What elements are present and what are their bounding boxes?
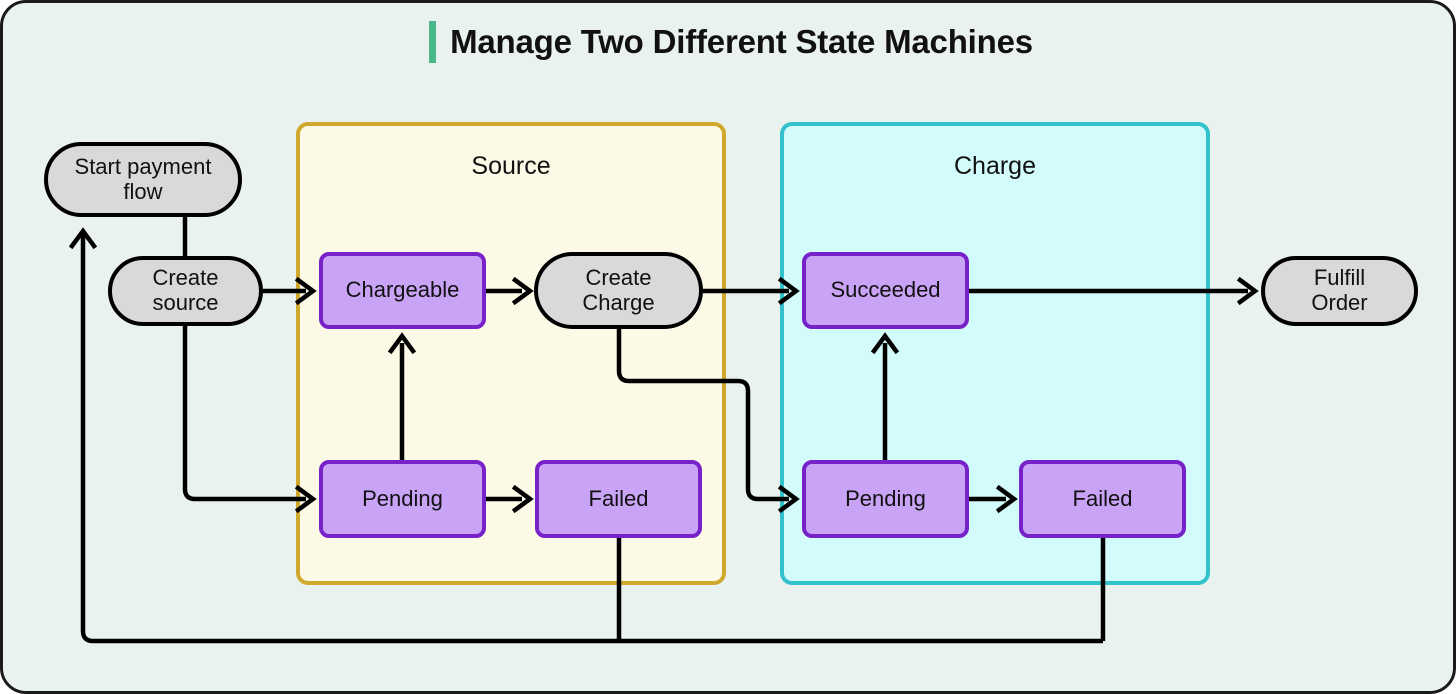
node-chargeable[interactable]: Chargeable (319, 252, 486, 329)
page-title: Manage Two Different State Machines (3, 21, 1453, 63)
node-charge-pending-label: Pending (845, 485, 926, 511)
group-source-label: Source (471, 152, 551, 180)
page-title-text: Manage Two Different State Machines (450, 23, 1033, 60)
node-source-failed[interactable]: Failed (535, 460, 702, 538)
node-source-failed-label: Failed (588, 485, 649, 511)
node-charge-failed[interactable]: Failed (1019, 460, 1186, 538)
arrowhead-fulfill-order-in (1236, 276, 1259, 306)
node-source-pending[interactable]: Pending (319, 460, 486, 538)
node-succeeded-label: Succeeded (830, 277, 941, 303)
node-charge-pending[interactable]: Pending (802, 460, 969, 538)
node-succeeded[interactable]: Succeeded (802, 252, 969, 329)
title-accent-bar (429, 21, 437, 63)
arrowhead-start-payment-flow-in (68, 227, 98, 250)
group-charge-label: Charge (954, 152, 1036, 180)
node-charge-failed-label: Failed (1072, 485, 1133, 511)
edge-create-source-to-source-pending (182, 326, 306, 502)
node-chargeable-label: Chargeable (345, 277, 460, 303)
node-source-pending-label: Pending (362, 485, 443, 511)
edge-layer (68, 216, 1259, 644)
